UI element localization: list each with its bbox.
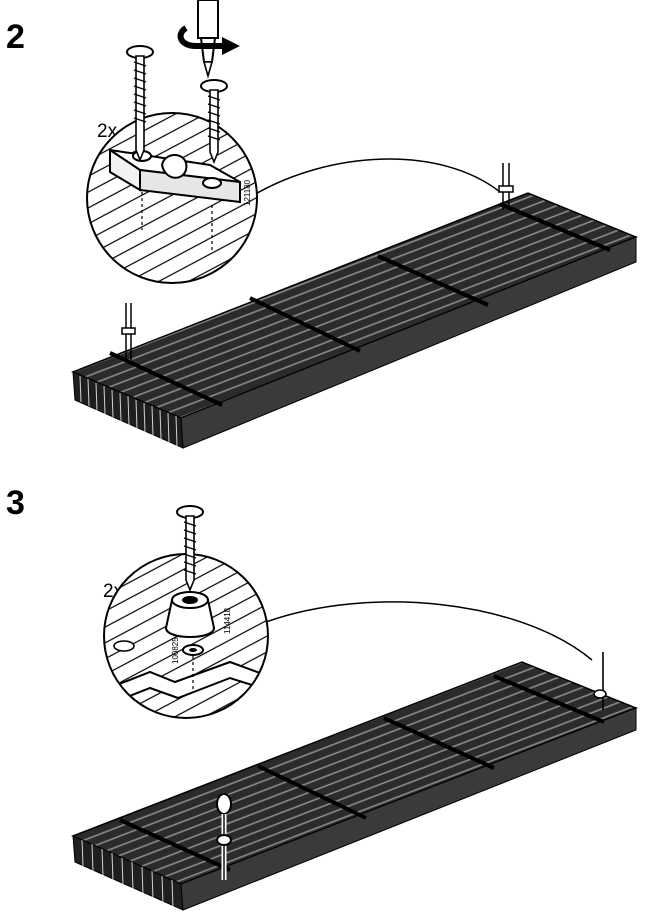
step-2-leader-line: [251, 158, 501, 197]
step-3-leader-line: [265, 601, 593, 661]
step-3-detail-circle: [103, 553, 269, 719]
step-3-number: 3: [6, 484, 25, 522]
step-3-panel-screw: [216, 652, 607, 880]
step-2-part-number: 121180: [243, 179, 252, 206]
step-2-small-screws: [121, 163, 514, 360]
step-2-screws: [126, 45, 228, 165]
step-2-number: 2: [6, 18, 25, 56]
step-2-slat-panel: [71, 192, 639, 449]
screwdriver-icon: [177, 0, 240, 79]
step-3-spacer-part-number: 114418: [223, 607, 232, 634]
step-2-quantity: 2x: [97, 121, 118, 142]
step-3-screw: [176, 505, 204, 593]
step-3-slat-panel: [71, 661, 639, 911]
step-3-washer-part-number: 100825: [171, 637, 180, 664]
